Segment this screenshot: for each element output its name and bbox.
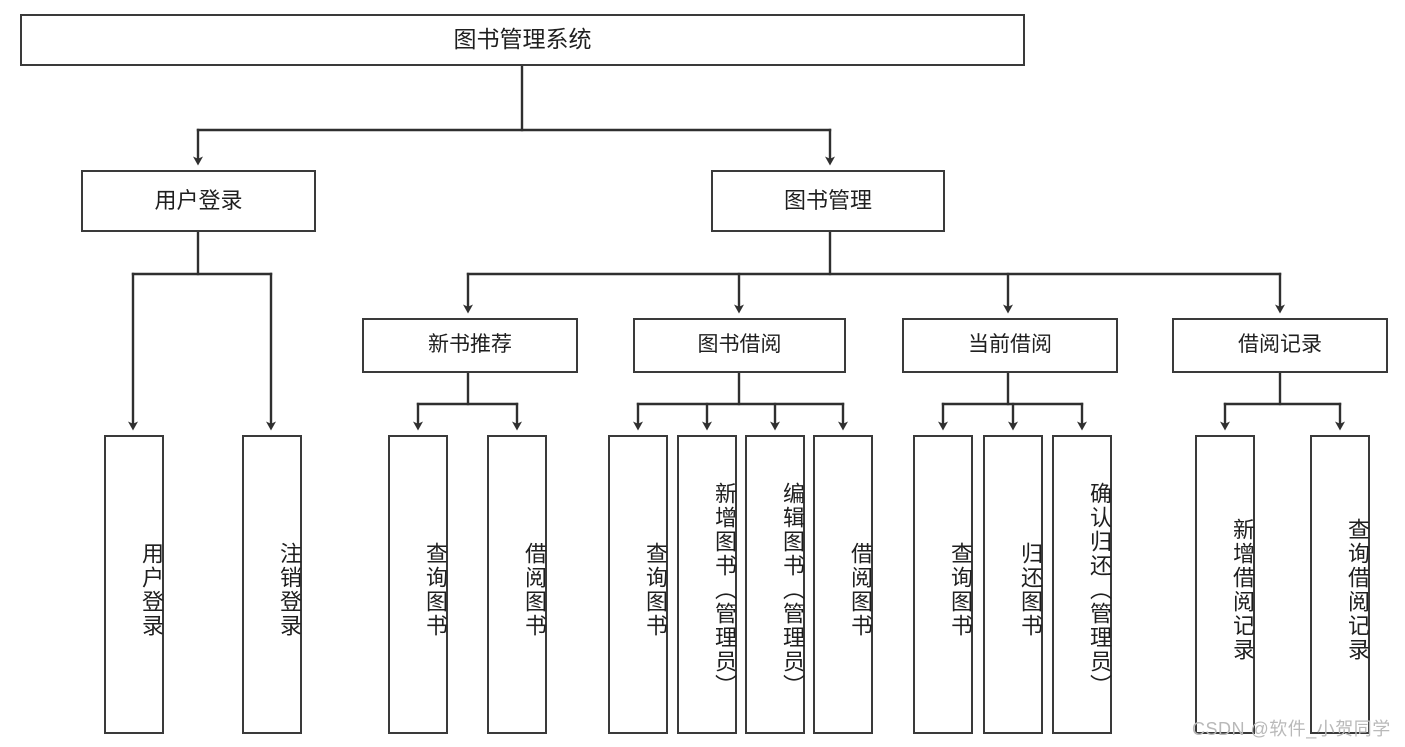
node-leaf-add-book-label: 新增图书（管理员） [712, 481, 737, 698]
node-root-label: 图书管理系统 [453, 26, 592, 53]
node-leaf-query-book-2-label: 查询图书 [643, 541, 668, 638]
node-leaf-user-login-label: 用户登录 [139, 541, 164, 638]
node-leaf-query-book-3[interactable]: 查询图书 [913, 435, 973, 734]
node-borrow-record-label: 借阅记录 [1238, 333, 1322, 357]
node-book-manage[interactable]: 图书管理 [711, 170, 945, 232]
node-leaf-borrow-book-2-label: 借阅图书 [848, 541, 873, 638]
node-leaf-query-record[interactable]: 查询借阅记录 [1310, 435, 1370, 734]
node-leaf-edit-book-label: 编辑图书（管理员） [780, 481, 805, 698]
node-book-borrow-label: 图书借阅 [697, 333, 782, 357]
node-leaf-return-book[interactable]: 归还图书 [983, 435, 1043, 734]
node-leaf-confirm-return[interactable]: 确认归还（管理员） [1052, 435, 1112, 734]
node-leaf-query-book-3-label: 查询图书 [948, 541, 973, 638]
node-leaf-return-book-label: 归还图书 [1018, 541, 1043, 638]
node-leaf-query-book-2[interactable]: 查询图书 [608, 435, 668, 734]
node-leaf-query-book-1-label: 查询图书 [423, 541, 448, 638]
node-leaf-add-book[interactable]: 新增图书（管理员） [677, 435, 737, 734]
node-leaf-user-logout[interactable]: 注销登录 [242, 435, 302, 734]
node-leaf-confirm-return-label: 确认归还（管理员） [1087, 481, 1112, 698]
node-current-borrow-label: 当前借阅 [968, 333, 1052, 357]
node-leaf-borrow-book-2[interactable]: 借阅图书 [813, 435, 873, 734]
node-new-book-recommend-label: 新书推荐 [428, 333, 512, 357]
node-leaf-add-record-label: 新增借阅记录 [1230, 517, 1255, 662]
node-book-borrow[interactable]: 图书借阅 [633, 318, 846, 373]
node-leaf-user-logout-label: 注销登录 [277, 541, 302, 638]
node-new-book-recommend[interactable]: 新书推荐 [362, 318, 578, 373]
node-leaf-edit-book[interactable]: 编辑图书（管理员） [745, 435, 805, 734]
node-root[interactable]: 图书管理系统 [20, 14, 1025, 66]
node-user-login-label: 用户登录 [154, 188, 243, 214]
csdn-watermark: CSDN @软件_小贺同学 [1192, 719, 1391, 739]
node-leaf-query-record-label: 查询借阅记录 [1345, 517, 1370, 662]
node-book-manage-label: 图书管理 [783, 188, 872, 214]
node-current-borrow[interactable]: 当前借阅 [902, 318, 1118, 373]
node-leaf-borrow-book-1-label: 借阅图书 [522, 541, 547, 638]
node-borrow-record[interactable]: 借阅记录 [1172, 318, 1388, 373]
node-leaf-user-login[interactable]: 用户登录 [104, 435, 164, 734]
node-leaf-query-book-1[interactable]: 查询图书 [388, 435, 448, 734]
node-leaf-borrow-book-1[interactable]: 借阅图书 [487, 435, 547, 734]
node-user-login[interactable]: 用户登录 [81, 170, 316, 232]
node-leaf-add-record[interactable]: 新增借阅记录 [1195, 435, 1255, 734]
